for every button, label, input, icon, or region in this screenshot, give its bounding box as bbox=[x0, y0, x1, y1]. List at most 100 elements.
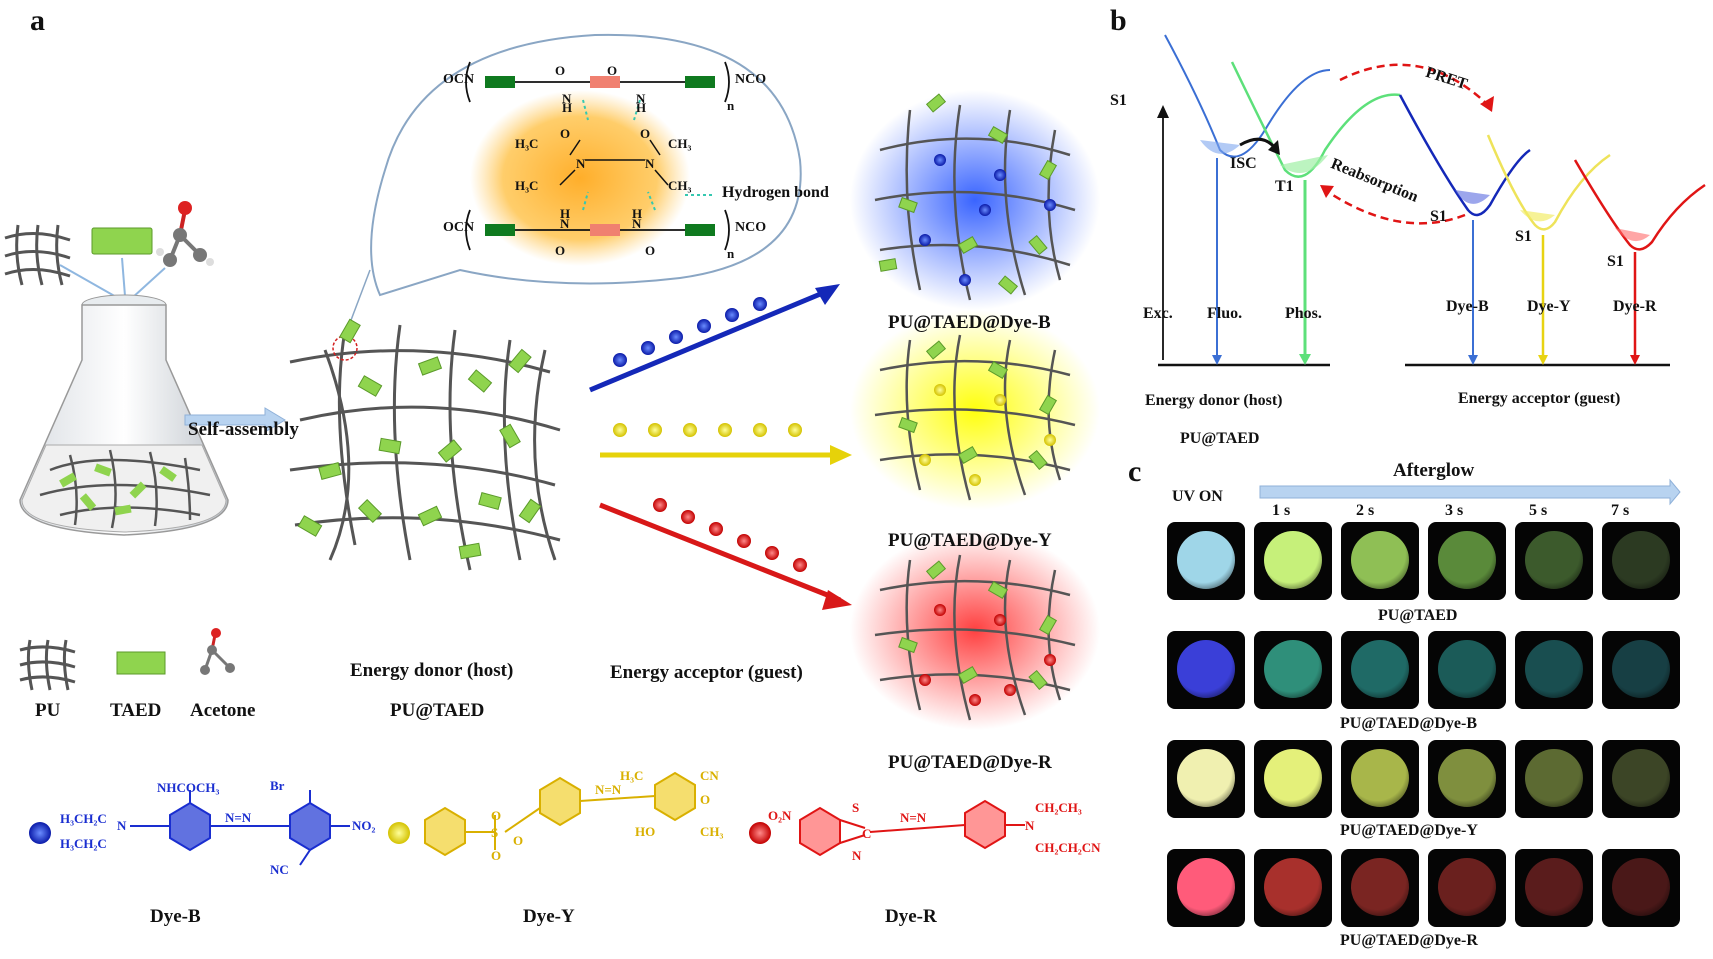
hydrogen-bond-label: Hydrogen bond bbox=[722, 184, 829, 201]
dye-r-structure bbox=[799, 799, 1025, 857]
glow-sample bbox=[1612, 749, 1670, 807]
svg-text:O: O bbox=[700, 792, 710, 807]
transition-fluo: Fluo. bbox=[1207, 305, 1243, 322]
glow-sample bbox=[1264, 531, 1322, 589]
taed-crystals bbox=[297, 318, 542, 560]
glow-sample bbox=[1351, 858, 1409, 916]
svg-text:O₂N: O₂N bbox=[768, 808, 792, 823]
svg-text:CN: CN bbox=[700, 768, 719, 783]
self-assembly-label: Self-assembly bbox=[188, 419, 299, 440]
afterglow-photo-3-5 bbox=[1602, 849, 1680, 927]
glow-sample bbox=[1438, 640, 1496, 698]
glow-sample bbox=[1264, 749, 1322, 807]
svg-text:N: N bbox=[632, 216, 642, 231]
glow-sample bbox=[1177, 640, 1235, 698]
level-s1-donor: S1 bbox=[1110, 92, 1127, 109]
panel-letter-b: b bbox=[1110, 4, 1127, 37]
svg-text:H₃C: H₃C bbox=[515, 178, 538, 193]
svg-text:O: O bbox=[560, 126, 570, 141]
polymer-ocn-top: OCN bbox=[443, 72, 475, 87]
b-donor-label: Energy donor (host) bbox=[1145, 392, 1283, 409]
time-7s: 7 s bbox=[1611, 502, 1630, 519]
glow-sample bbox=[1525, 640, 1583, 698]
time-2s: 2 s bbox=[1356, 502, 1375, 519]
afterglow-arrow bbox=[1259, 478, 1681, 506]
svg-text:O: O bbox=[555, 243, 565, 258]
result-network-yellow bbox=[850, 310, 1100, 510]
glow-sample bbox=[1525, 858, 1583, 916]
glow-sample bbox=[1612, 640, 1670, 698]
glow-sample bbox=[1612, 531, 1670, 589]
uv-on-photo-3-0 bbox=[1167, 849, 1245, 927]
taed-icon bbox=[91, 227, 153, 255]
afterglow-photo-1-4 bbox=[1515, 631, 1593, 709]
transition-dye-r: Dye-R bbox=[1613, 298, 1657, 315]
time-1s: 1 s bbox=[1272, 502, 1291, 519]
result-network-red bbox=[850, 530, 1100, 730]
svg-text:S: S bbox=[852, 800, 859, 815]
glow-sample bbox=[1438, 749, 1496, 807]
afterglow-photo-3-3 bbox=[1428, 849, 1506, 927]
glow-sample bbox=[1351, 531, 1409, 589]
svg-text:H: H bbox=[636, 100, 646, 115]
transition-dye-b: Dye-B bbox=[1446, 298, 1489, 315]
dye-b-structure bbox=[130, 790, 350, 866]
svg-text:CH₃: CH₃ bbox=[668, 136, 692, 151]
panel-letter-a: a bbox=[30, 4, 45, 37]
svg-text:NC: NC bbox=[270, 862, 289, 877]
afterglow-photo-0-5 bbox=[1602, 522, 1680, 600]
transition-dye-y: Dye-Y bbox=[1527, 298, 1571, 315]
svg-text:N=N: N=N bbox=[900, 810, 927, 825]
transition-phos: Phos. bbox=[1285, 305, 1322, 322]
dye-y-structure bbox=[424, 771, 696, 857]
svg-text:H₃C: H₃C bbox=[620, 768, 643, 783]
glow-sample bbox=[1177, 531, 1235, 589]
afterglow-photo-0-1 bbox=[1254, 522, 1332, 600]
svg-text:S: S bbox=[491, 825, 498, 840]
uv-on-photo-1-0 bbox=[1167, 631, 1245, 709]
svg-text:CH₂CH₂CN: CH₂CH₂CN bbox=[1035, 840, 1101, 855]
polymer-ocn-bottom: OCN bbox=[443, 220, 475, 235]
isc-label: ISC bbox=[1230, 155, 1257, 172]
svg-text:N: N bbox=[576, 156, 586, 171]
time-5s: 5 s bbox=[1529, 502, 1548, 519]
glow-sample bbox=[1351, 749, 1409, 807]
svg-text:O: O bbox=[607, 63, 617, 78]
glow-sample bbox=[1177, 749, 1235, 807]
afterglow-photo-3-1 bbox=[1254, 849, 1332, 927]
afterglow-photo-2-3 bbox=[1428, 740, 1506, 818]
polymer-nco-top: NCO bbox=[735, 72, 767, 87]
svg-text:C: C bbox=[862, 826, 871, 841]
uv-on-photo-0-0 bbox=[1167, 522, 1245, 600]
afterglow-photo-0-2 bbox=[1341, 522, 1419, 600]
svg-text:O: O bbox=[491, 808, 501, 823]
b-acceptor-label: Energy acceptor (guest) bbox=[1458, 390, 1621, 407]
dye-r-name: Dye-R bbox=[885, 906, 937, 927]
dye-b-name: Dye-B bbox=[150, 906, 201, 927]
level-s1-r: S1 bbox=[1607, 253, 1624, 270]
svg-text:H₃C: H₃C bbox=[515, 136, 538, 151]
uv-on-label: UV ON bbox=[1172, 488, 1223, 505]
glow-sample bbox=[1438, 858, 1496, 916]
svg-text:N: N bbox=[636, 91, 646, 106]
glow-sample bbox=[1438, 531, 1496, 589]
level-t1: T1 bbox=[1275, 178, 1294, 195]
svg-text:N=N: N=N bbox=[225, 810, 252, 825]
transition-exc: Exc. bbox=[1143, 305, 1173, 322]
svg-text:H: H bbox=[562, 100, 572, 115]
svg-text:N: N bbox=[562, 91, 572, 106]
svg-text:O: O bbox=[555, 63, 565, 78]
row-label-3: PU@TAED@Dye-R bbox=[1340, 932, 1478, 949]
pu-mesh-icon bbox=[4, 224, 71, 286]
polymer-nco-bottom: NCO bbox=[735, 220, 767, 235]
afterglow-photo-1-2 bbox=[1341, 631, 1419, 709]
svg-text:H₃CH₂C: H₃CH₂C bbox=[60, 836, 107, 851]
afterglow-photo-1-3 bbox=[1428, 631, 1506, 709]
donor-label: Energy donor (host) bbox=[350, 660, 514, 681]
reaction-flask bbox=[19, 294, 229, 536]
glow-sample bbox=[1525, 531, 1583, 589]
afterglow-photo-2-2 bbox=[1341, 740, 1419, 818]
legend-pu-label: PU bbox=[35, 700, 61, 721]
glow-sample bbox=[1525, 749, 1583, 807]
